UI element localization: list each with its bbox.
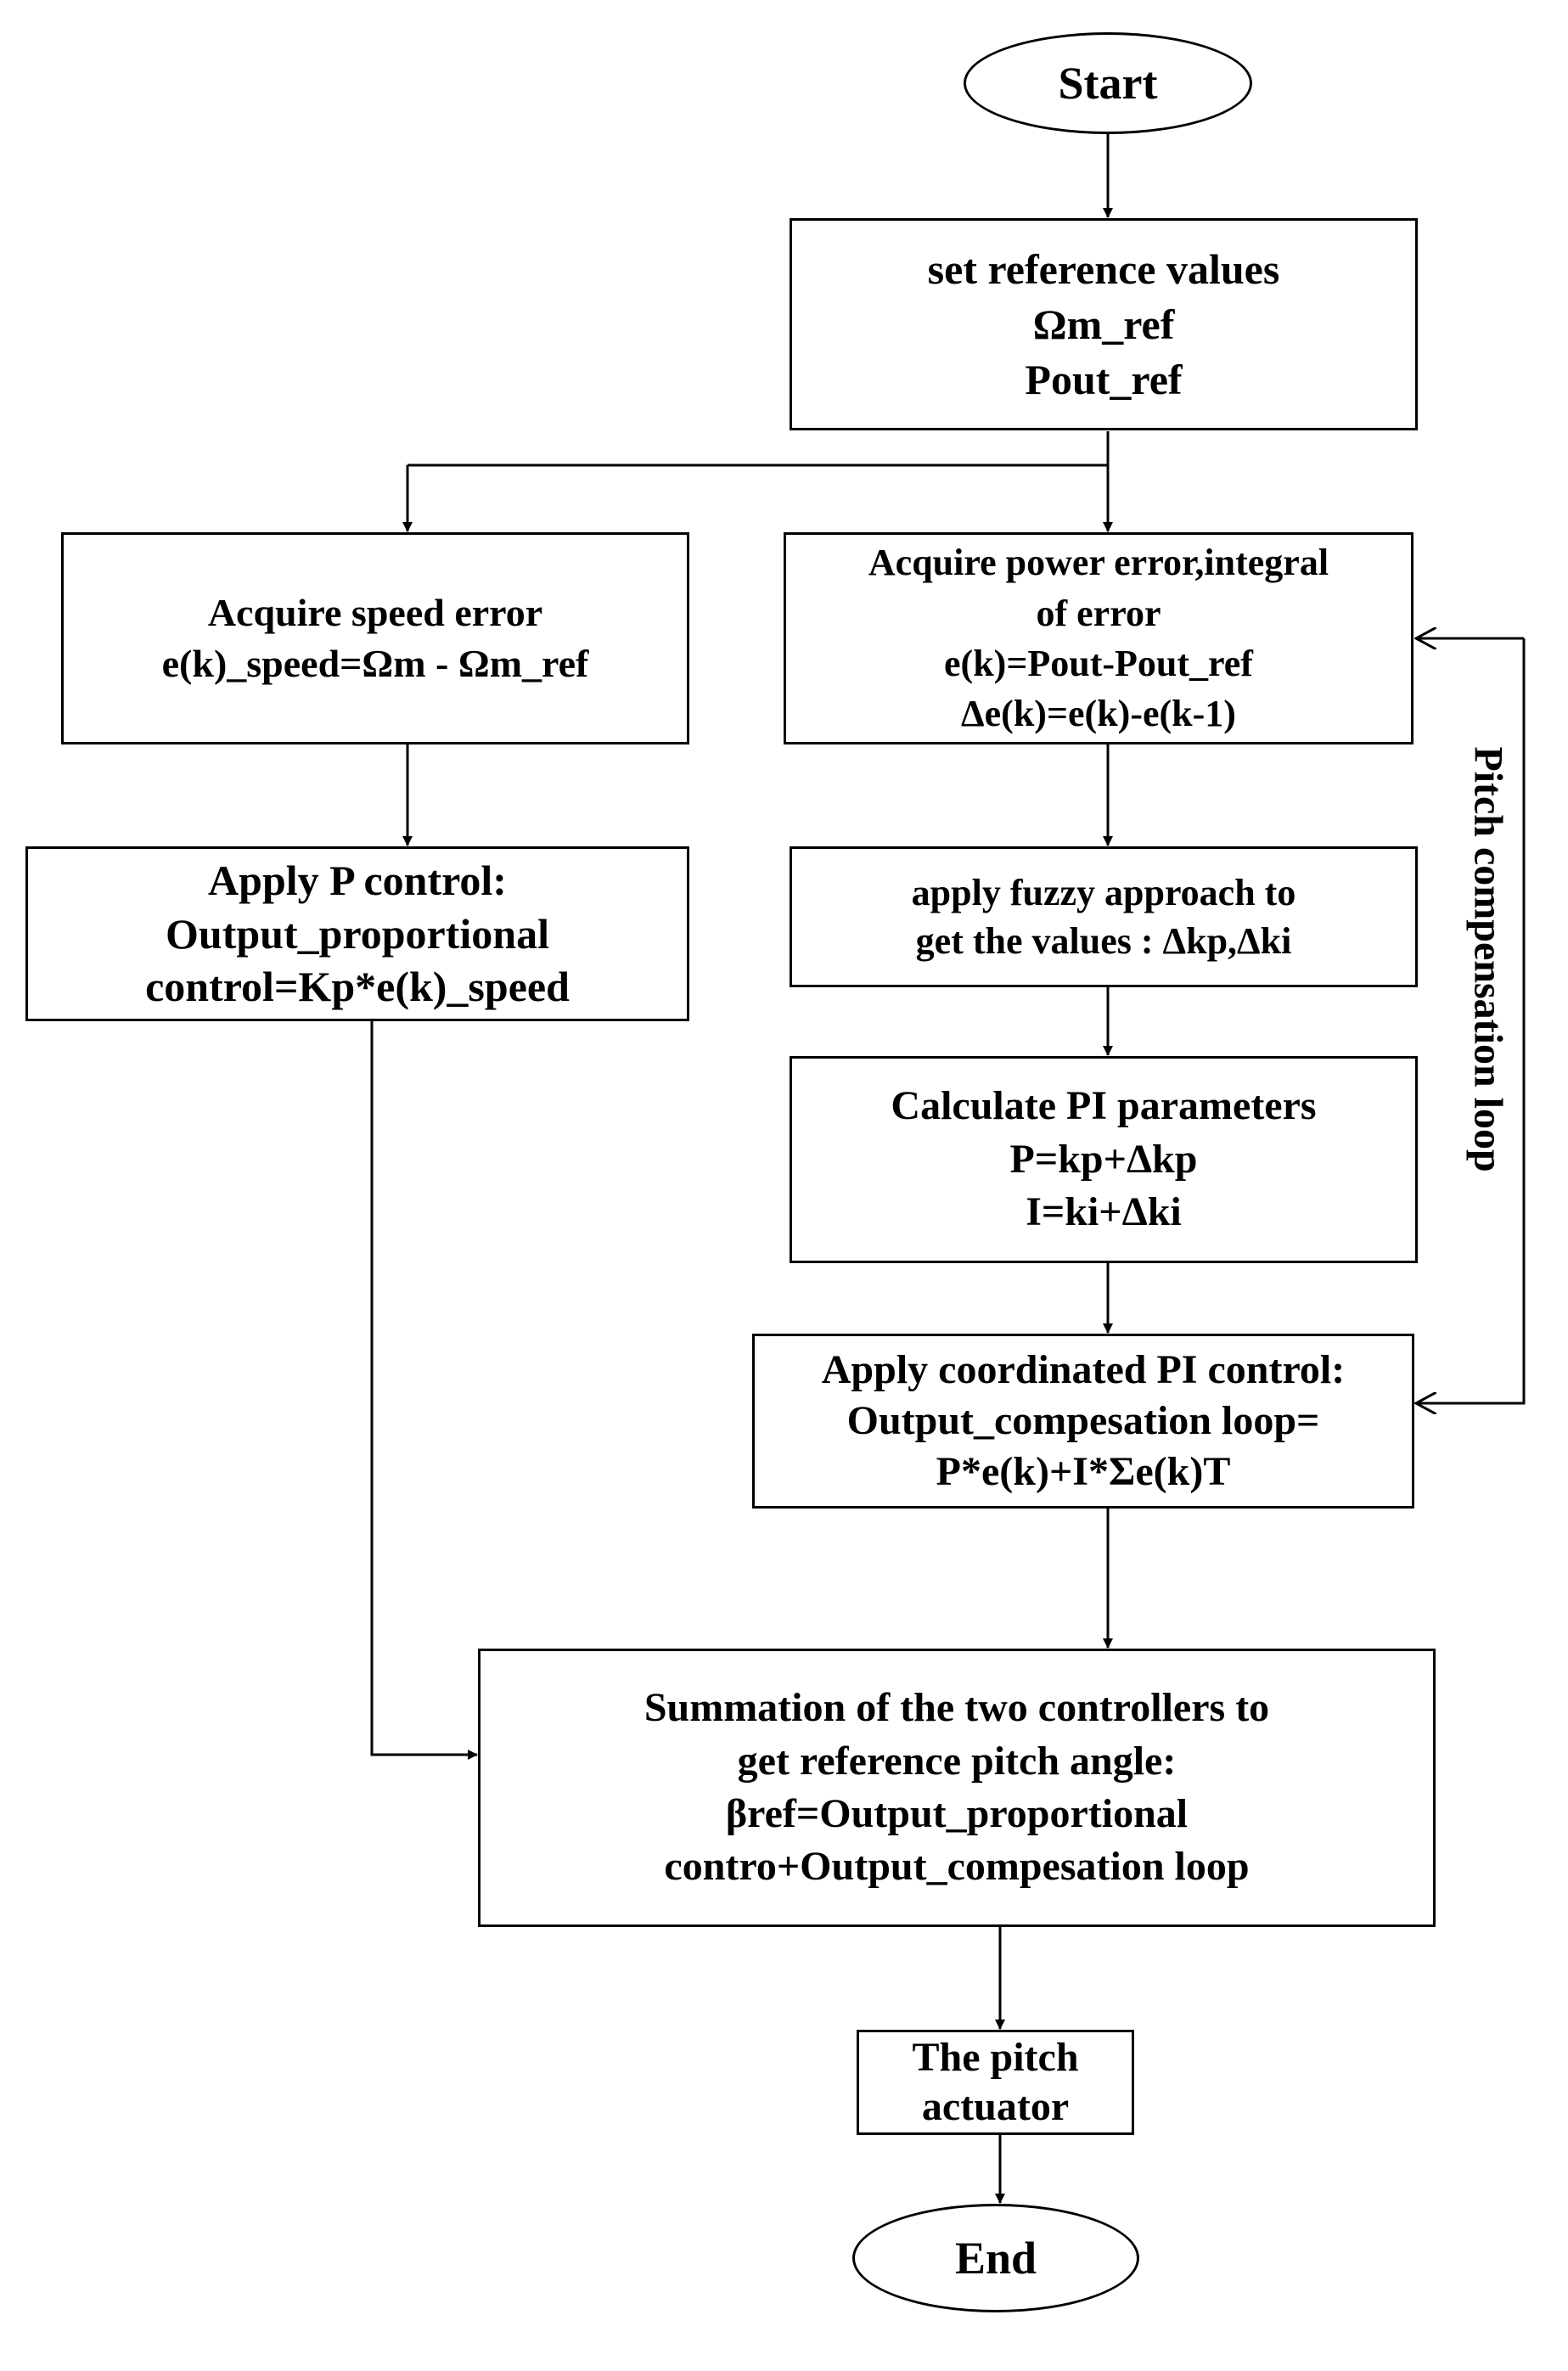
arrow-pcontrol-to-summation (370, 1021, 478, 1760)
start-terminal: Start (964, 32, 1252, 134)
pitch-actuator-box: The pitch actuator (857, 2030, 1134, 2135)
summation-line-4: contro+Output_compesation loop (664, 1844, 1250, 1890)
end-terminal: End (852, 2204, 1139, 2312)
speed-error-line-2: e(k)_speed=Ωm - Ωm_ref (161, 642, 589, 685)
coordinated-pi-box: Apply coordinated PI control: Output_com… (752, 1334, 1414, 1509)
p-control-line-1: Apply P control: (208, 857, 507, 905)
p-control-line-3: control=Kp*e(k)_speed (145, 963, 570, 1011)
calculate-pi-line-1: Calculate PI parameters (891, 1083, 1317, 1129)
pitch-actuator-line-1: The pitch (912, 2035, 1079, 2081)
power-error-line-1: Acquire power error,integral (868, 542, 1329, 584)
coordinated-pi-line-3: P*e(k)+I*Σe(k)T (936, 1449, 1231, 1494)
power-error-line-3: e(k)=Pout-Pout_ref (944, 643, 1253, 684)
calculate-pi-box: Calculate PI parameters P=kp+Δkp I=ki+Δk… (790, 1056, 1418, 1263)
summation-line-1: Summation of the two controllers to (643, 1685, 1270, 1731)
pitch-compensation-loop-label: Pitch compensation loop (1465, 746, 1511, 1172)
pitch-actuator-line-2: actuator (921, 2084, 1070, 2129)
summation-box: Summation of the two controllers to get … (478, 1649, 1436, 1927)
summation-line-2: get reference pitch angle: (737, 1738, 1177, 1784)
coordinated-pi-line-1: Apply coordinated PI control: (821, 1347, 1346, 1392)
fuzzy-line-1: apply fuzzy approach to (911, 871, 1296, 913)
set-reference-box: set reference values Ωm_ref Pout_ref (790, 218, 1418, 430)
p-control-box: Apply P control: Output_proportional con… (25, 846, 689, 1021)
set-reference-line-3: Pout_ref (1025, 355, 1183, 403)
fuzzy-line-2: get the values : Δkp,Δki (915, 920, 1292, 962)
start-label: Start (1058, 57, 1158, 109)
power-error-line-4: Δe(k)=e(k)-e(k-1) (961, 693, 1236, 735)
set-reference-line-1: set reference values (927, 244, 1280, 293)
speed-error-line-1: Acquire speed error (207, 591, 543, 635)
coordinated-pi-line-2: Output_compesation loop= (846, 1398, 1320, 1443)
set-reference-line-2: Ωm_ref (1032, 300, 1175, 348)
end-label: End (954, 2232, 1037, 2284)
calculate-pi-line-2: P=kp+Δkp (1009, 1136, 1198, 1182)
calculate-pi-line-3: I=ki+Δki (1026, 1189, 1182, 1235)
power-error-line-2: of error (1036, 592, 1161, 634)
speed-error-box: Acquire speed error e(k)_speed=Ωm - Ωm_r… (61, 532, 689, 744)
power-error-box: Acquire power error,integral of error e(… (784, 532, 1413, 744)
summation-line-3: βref=Output_proportional (725, 1791, 1189, 1836)
fuzzy-approach-box: apply fuzzy approach to get the values :… (790, 846, 1418, 987)
arrow-loop-to-coordpi (1416, 638, 1526, 1403)
p-control-line-2: Output_proportional (166, 909, 549, 958)
